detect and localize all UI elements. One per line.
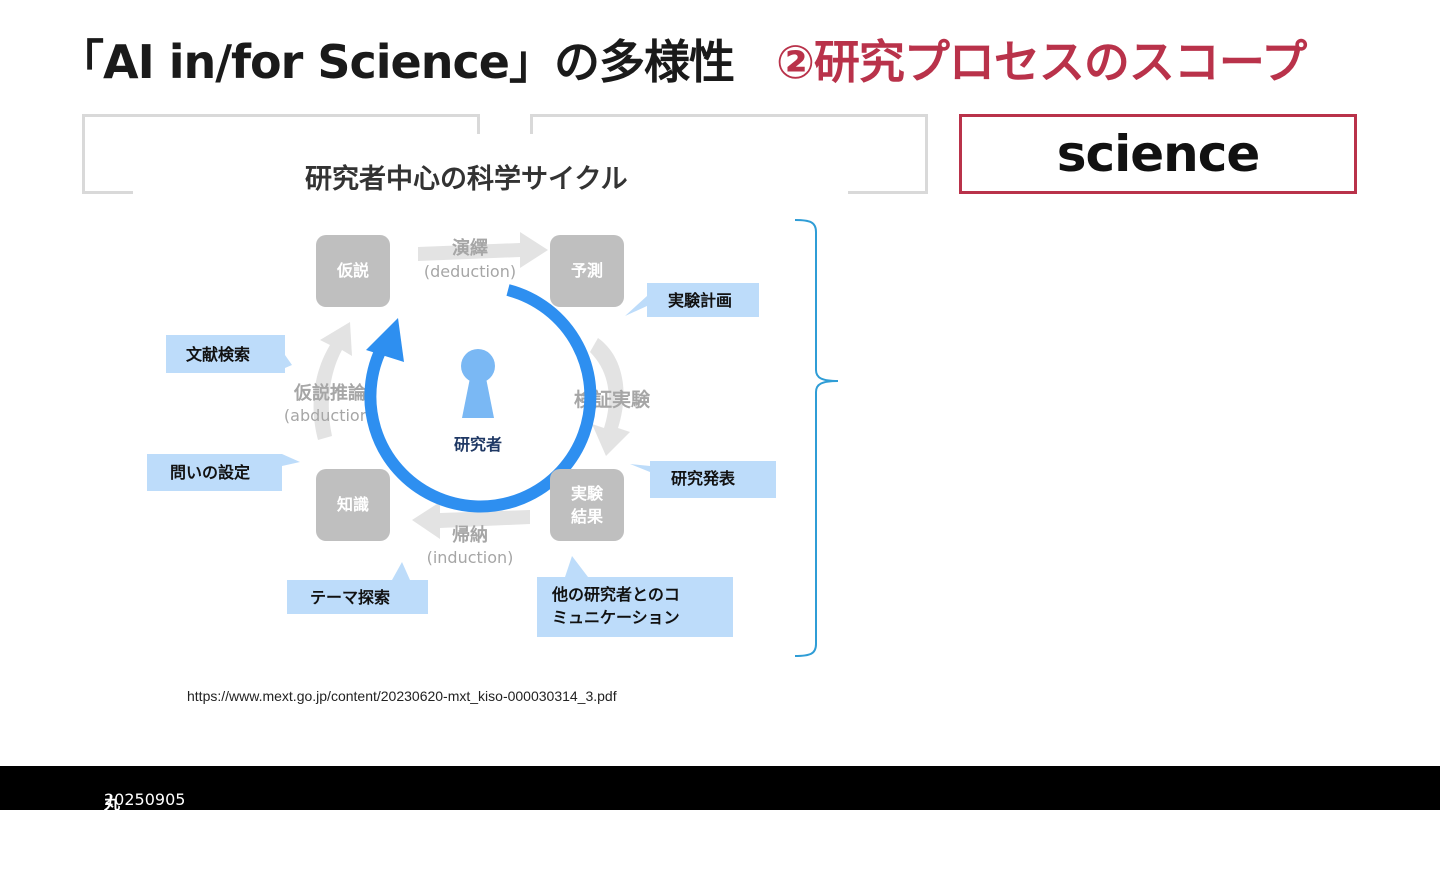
researcher-label: 研究者: [454, 435, 502, 454]
researcher-cycle-arrow: [364, 284, 597, 513]
abduction-en-label: (abduction): [284, 406, 376, 425]
callout-communication: 他の研究者とのコ ミュニケーション: [537, 556, 733, 637]
callout-literature: 文献検索: [166, 335, 292, 373]
deduction-label: 演繹: [452, 237, 488, 259]
deduction-en-label: (deduction): [424, 262, 516, 281]
callout-question-label: 問いの設定: [170, 463, 250, 482]
footer-author: 丸山資料: [104, 794, 121, 885]
callout-literature-label: 文献検索: [186, 345, 250, 364]
footer-date: 20250905: [104, 790, 186, 809]
verification-arrow: [590, 338, 630, 456]
induction-en-label: (induction): [427, 548, 514, 567]
node-prediction-label: 予測: [571, 261, 603, 280]
node-results-label-2: 結果: [571, 507, 603, 526]
node-hypothesis-label: 仮説: [336, 261, 369, 280]
title-main: 「AI in/for Science」の多様性: [58, 35, 735, 89]
scope-box-science: science: [959, 114, 1357, 194]
callout-plan-label: 実験計画: [668, 291, 732, 310]
callout-question: 問いの設定: [147, 454, 300, 491]
node-hypothesis: 仮説: [316, 235, 390, 307]
callout-theme-label: テーマ探索: [310, 588, 390, 607]
node-results: 実験 結果: [550, 469, 624, 541]
footer-bar: 20250905 丸山資料: [0, 766, 1440, 885]
node-prediction: 予測: [550, 235, 624, 307]
induction-label: 帰納: [452, 524, 488, 546]
abduction-label: 仮説推論: [293, 382, 367, 404]
deduction-arrow: [418, 232, 548, 268]
scope-bracket: [794, 219, 839, 657]
title-accent: ②研究プロセスのスコープ: [775, 35, 1307, 89]
footer-text: 20250905 丸山資料: [52, 778, 185, 885]
induction-arrow: [412, 502, 530, 539]
abduction-arrow: [313, 322, 352, 440]
node-results-label-1: 実験: [571, 484, 604, 503]
callout-communication-label-2: ミュニケーション: [552, 608, 680, 627]
node-knowledge-label: 知識: [337, 495, 369, 514]
callout-publish-label: 研究発表: [671, 469, 736, 488]
diagram-header-background: [133, 134, 848, 198]
callout-publish: 研究発表: [630, 461, 776, 498]
scope-box-science-label: science: [1056, 125, 1261, 183]
callout-communication-label-1: 他の研究者とのコ: [551, 585, 680, 604]
source-url: https://www.mext.go.jp/content/20230620-…: [187, 688, 617, 704]
diagram-title: 研究者中心の科学サイクル: [305, 164, 628, 195]
slide-title: 「AI in/for Science」の多様性 ②研究プロセスのスコープ: [58, 26, 1307, 92]
callout-theme: テーマ探索: [287, 562, 428, 614]
researcher-icon: [461, 349, 495, 418]
callout-plan: 実験計画: [625, 283, 759, 317]
node-knowledge: 知識: [316, 469, 390, 541]
science-cycle-diagram: 演繹 (deduction) 検証実験 帰納 (induction) 仮説推論 …: [147, 219, 839, 657]
